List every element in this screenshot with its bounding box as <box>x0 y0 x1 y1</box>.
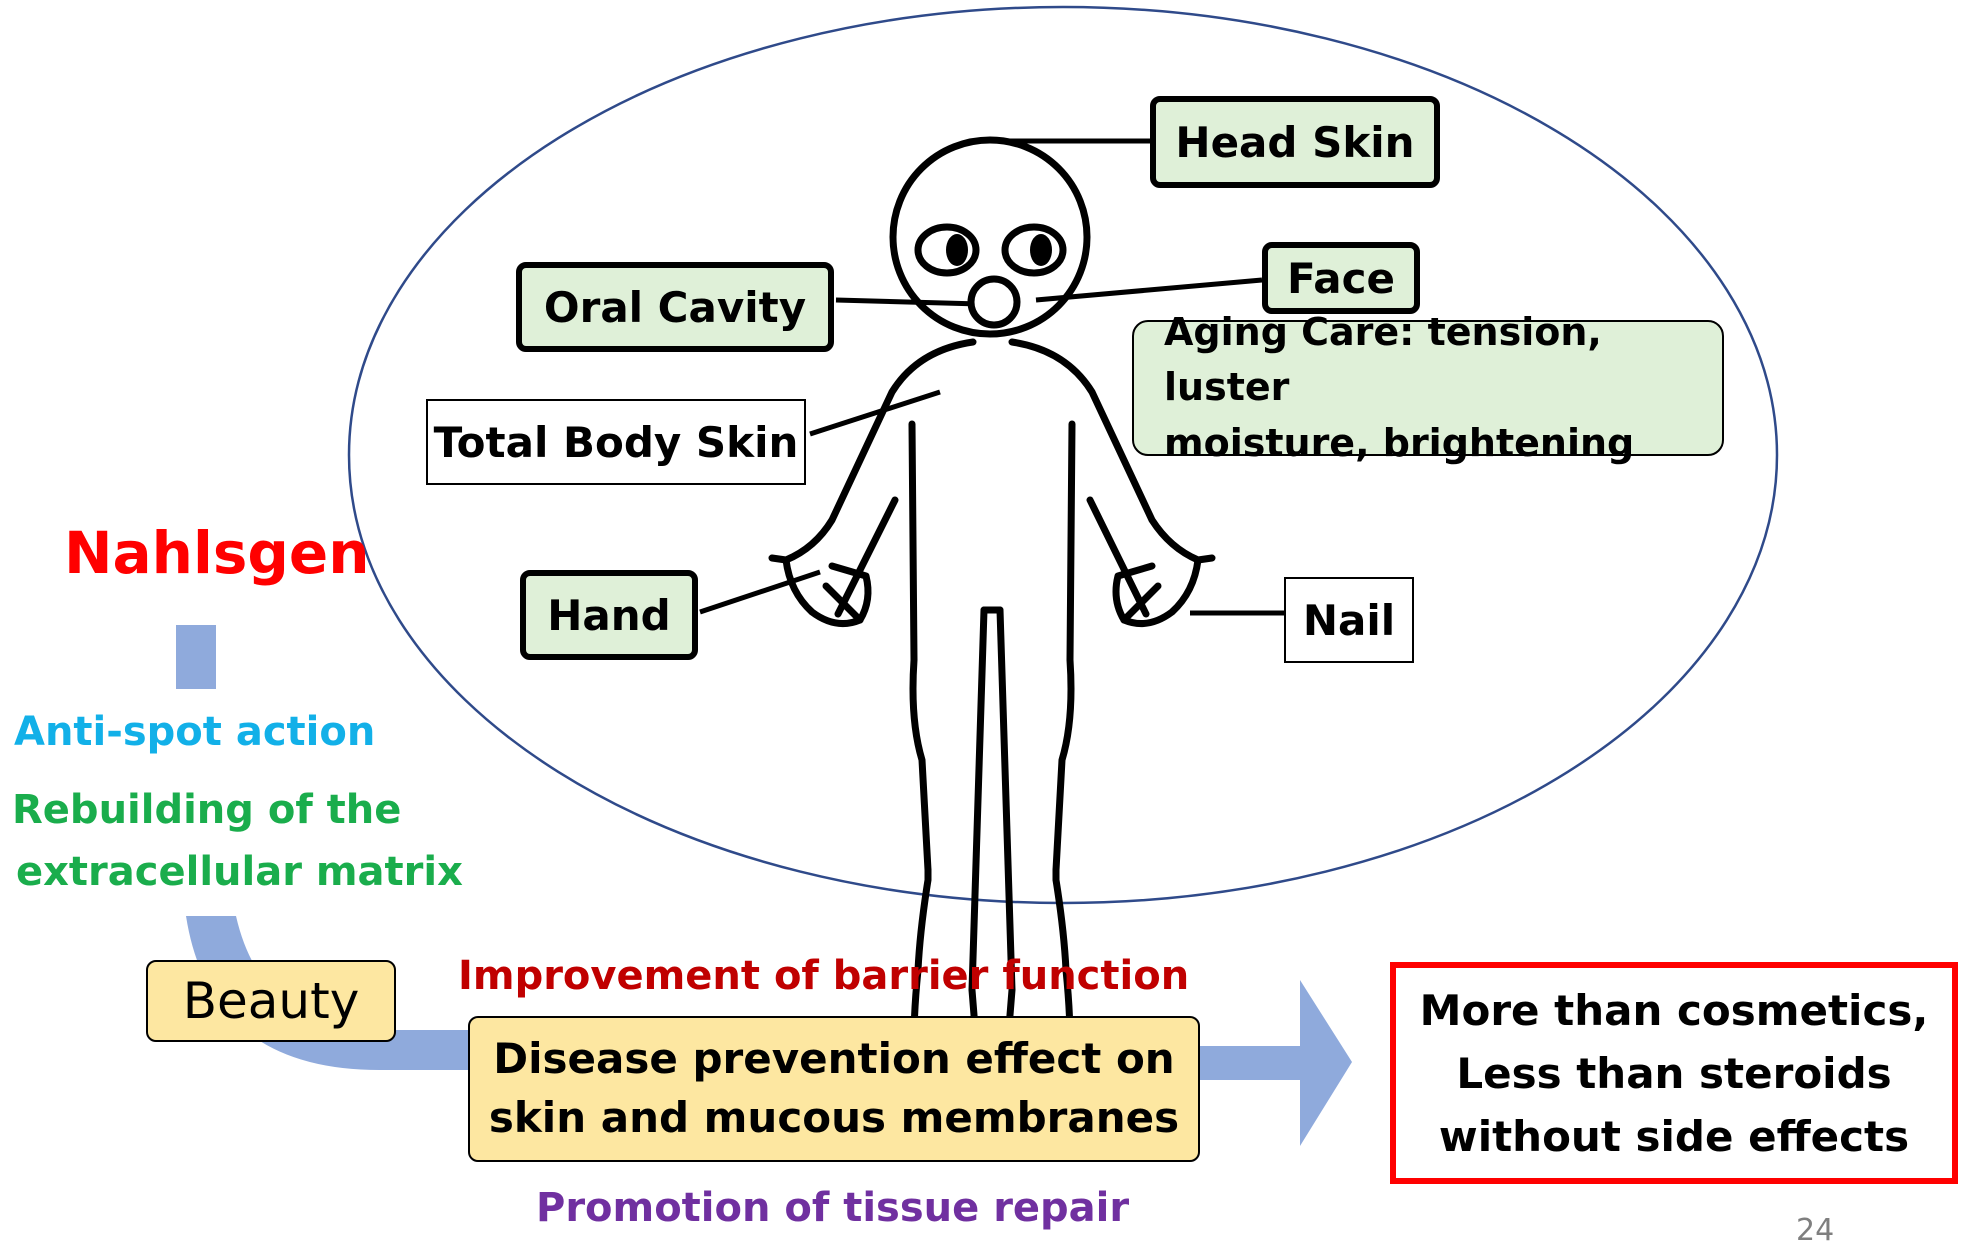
rebuild-label-line1: Rebuilding of the <box>12 788 401 832</box>
right-arrow <box>1190 980 1352 1146</box>
result-box: More than cosmetics, Less than steroids … <box>1390 962 1958 1184</box>
total-body-skin-box: Total Body Skin <box>426 399 806 485</box>
oral-cavity-box: Oral Cavity <box>516 262 834 352</box>
product-title: Nahlsgen <box>64 522 370 586</box>
nail-box: Nail <box>1284 577 1414 663</box>
head-skin-label: Head Skin <box>1175 118 1414 167</box>
result-line2: Less than steroids <box>1456 1042 1891 1105</box>
disease-prevention-line2: skin and mucous membranes <box>489 1089 1179 1148</box>
barrier-function-label: Improvement of barrier function <box>458 954 1189 998</box>
face-label: Face <box>1287 254 1395 303</box>
aging-care-line2: moisture, brightening <box>1164 416 1634 471</box>
face-box: Face <box>1262 242 1420 314</box>
tissue-repair-label: Promotion of tissue repair <box>536 1186 1129 1230</box>
left-pupil <box>946 234 968 266</box>
result-line1: More than cosmetics, <box>1420 979 1929 1042</box>
rebuild-label-line2: extracellular matrix <box>16 850 463 894</box>
torso-right <box>1056 424 1072 870</box>
aging-care-line1: Aging Care: tension, luster <box>1164 305 1722 415</box>
torso-left <box>912 424 928 870</box>
human-figure <box>772 140 1212 1060</box>
beauty-box: Beauty <box>146 960 396 1042</box>
disease-prevention-box: Disease prevention effect on skin and mu… <box>468 1016 1200 1162</box>
anti-spot-label: Anti-spot action <box>14 710 375 754</box>
figure-mouth <box>971 279 1017 325</box>
beauty-label: Beauty <box>183 972 360 1030</box>
disease-prevention-line1: Disease prevention effect on <box>493 1030 1174 1089</box>
nail-label: Nail <box>1303 596 1395 645</box>
vertical-arrow-stem <box>176 625 216 689</box>
hand-box: Hand <box>520 570 698 660</box>
right-pupil <box>1030 234 1052 266</box>
total-body-skin-label: Total Body Skin <box>434 418 799 467</box>
result-line3: without side effects <box>1439 1105 1909 1168</box>
hand-label: Hand <box>547 591 670 640</box>
page-number: 24 <box>1796 1214 1834 1247</box>
aging-care-box: Aging Care: tension, luster moisture, br… <box>1132 320 1724 456</box>
oral-cavity-label: Oral Cavity <box>544 283 806 332</box>
head-skin-box: Head Skin <box>1150 96 1440 188</box>
oral-connector <box>836 300 980 304</box>
